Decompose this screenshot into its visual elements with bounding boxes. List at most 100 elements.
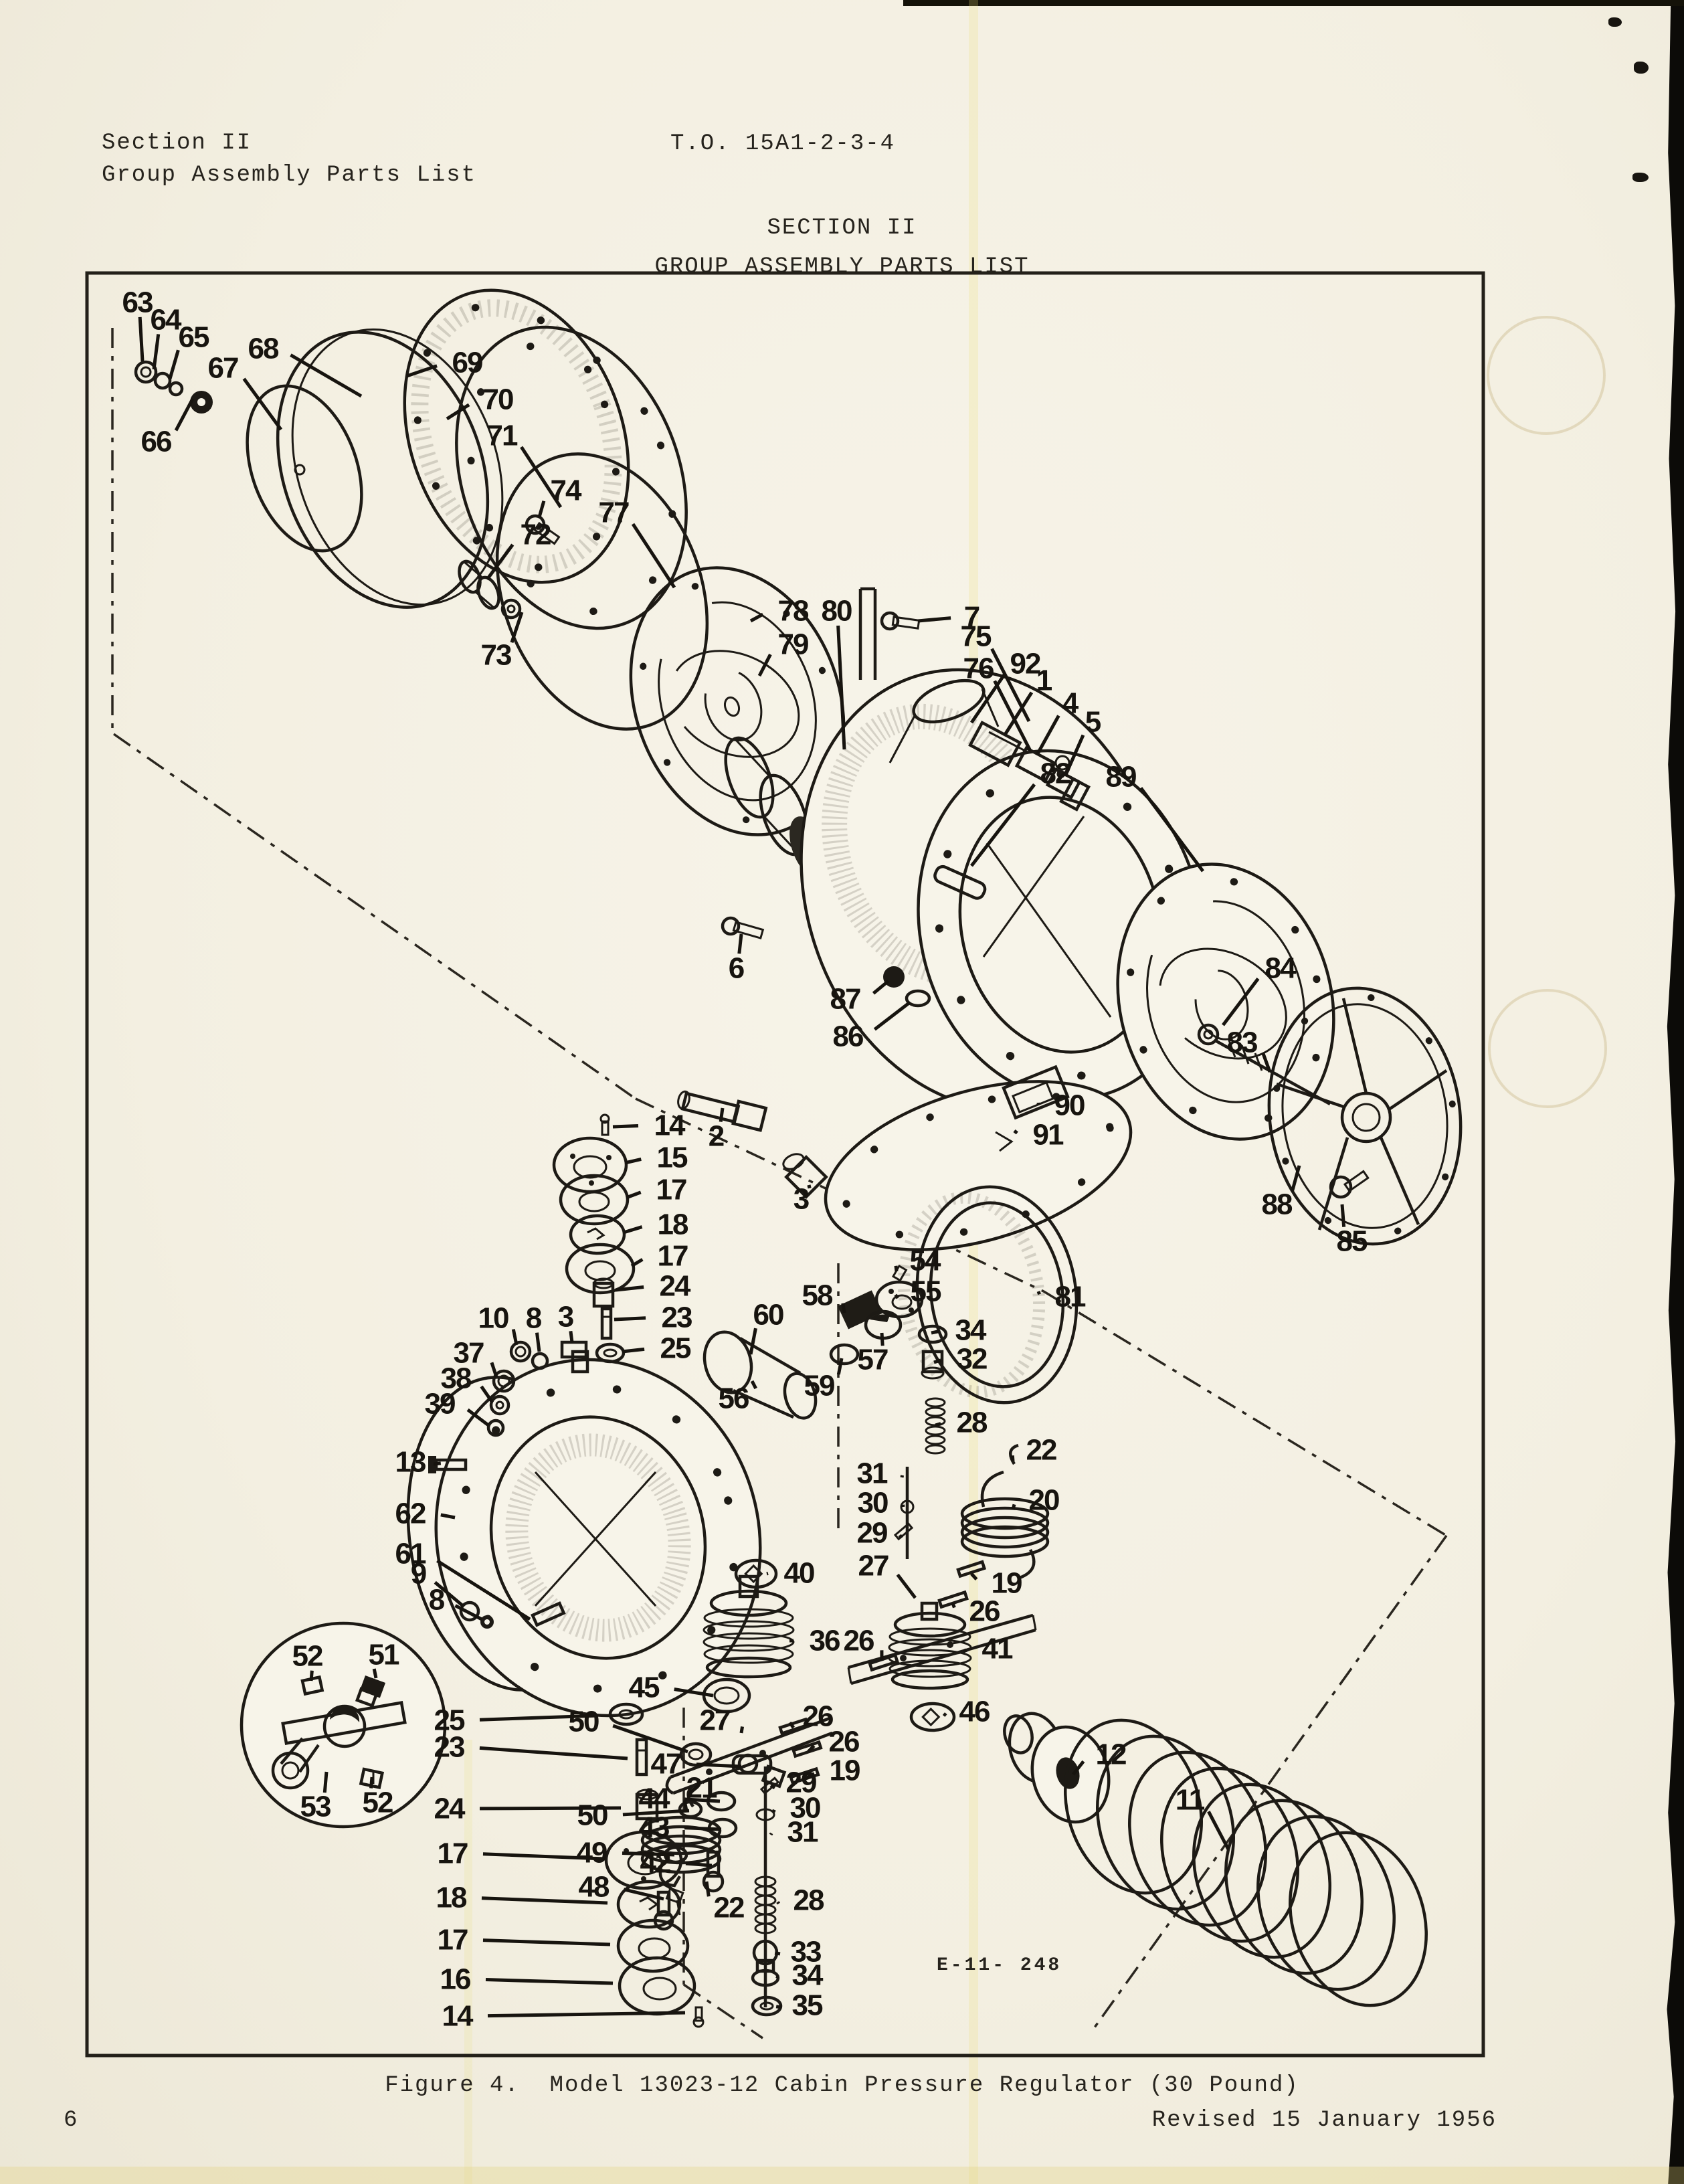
part-label: 20 <box>1029 1484 1059 1517</box>
plate-wheel-drawing <box>1116 862 1463 1246</box>
part-label: 23 <box>662 1301 692 1334</box>
part-label: 46 <box>959 1696 990 1728</box>
part-label: 54 <box>910 1245 941 1277</box>
leader-line <box>152 334 161 370</box>
part-label: 45 <box>629 1671 660 1704</box>
part-label: 73 <box>481 639 511 672</box>
part-label: 3 <box>793 1183 809 1216</box>
part-label: 5 <box>1085 706 1101 739</box>
leader-line <box>804 1772 816 1781</box>
leader-line <box>836 1358 844 1375</box>
part-label: 29 <box>857 1517 887 1550</box>
leader-line <box>951 1603 956 1609</box>
part-label: 57 <box>858 1344 888 1376</box>
leader-line <box>612 1124 639 1129</box>
part-label: 71 <box>487 420 518 452</box>
part-label: 28 <box>957 1406 988 1439</box>
leader-line <box>1063 734 1085 778</box>
part-label: 74 <box>551 474 582 507</box>
leader-line <box>309 1670 314 1681</box>
leader-line <box>537 500 546 518</box>
part-label: 17 <box>438 1924 468 1956</box>
leader-line <box>970 1572 978 1580</box>
leader-line <box>1072 1760 1085 1776</box>
leader-line <box>774 1951 781 1956</box>
lower-housing-drawing <box>406 1340 762 1718</box>
part-label: 75 <box>961 620 992 653</box>
part-label: 34 <box>955 1314 987 1347</box>
part-label: 40 <box>784 1557 814 1590</box>
part-label: 33 <box>791 1936 821 1969</box>
ink-mark <box>1632 173 1649 182</box>
leader-line <box>535 1332 541 1352</box>
part-label: 60 <box>753 1299 783 1332</box>
part-label: 41 <box>982 1633 1013 1665</box>
part-label: 53 <box>300 1791 331 1823</box>
leader-line <box>807 1184 812 1189</box>
part-label: 2 <box>709 1120 724 1153</box>
part-label: 61 <box>395 1538 426 1570</box>
part-label: 76 <box>963 652 994 685</box>
part-label: 7 <box>964 601 979 634</box>
leader-line <box>1261 1053 1272 1073</box>
mid-column-parts-drawing <box>552 1113 636 1364</box>
leader-line <box>894 1265 899 1272</box>
drawing-number: E-11- 248 <box>937 1955 1062 1976</box>
part-label: 25 <box>660 1332 691 1365</box>
part-label: 87 <box>830 983 860 1016</box>
leader-line <box>807 1744 816 1753</box>
header-left-line1: Section II <box>102 130 252 156</box>
part-label: 23 <box>434 1731 464 1764</box>
part-label: 58 <box>802 1279 833 1312</box>
part-label: 50 <box>577 1799 607 1832</box>
leader-line <box>624 1158 642 1165</box>
leader-line <box>622 1851 675 1857</box>
leader-line <box>872 980 890 995</box>
leader-line <box>433 1461 442 1466</box>
part-label: 10 <box>478 1302 508 1335</box>
leader-line <box>788 1721 796 1729</box>
leader-line <box>705 1881 711 1897</box>
part-label: 12 <box>1096 1738 1126 1771</box>
part-label: 79 <box>778 628 808 661</box>
leader-line <box>138 316 145 362</box>
leader-line <box>1036 1291 1041 1295</box>
leader-line <box>931 1330 940 1335</box>
part-label: 24 <box>434 1793 466 1825</box>
part-label: 28 <box>793 1884 824 1917</box>
leader-line <box>757 653 772 677</box>
leader-line <box>769 1784 776 1790</box>
leader-line <box>942 1712 947 1717</box>
leader-line <box>466 1408 490 1427</box>
page-top-shadow <box>903 0 1684 6</box>
part-label: 8 <box>526 1302 542 1335</box>
leader-line <box>900 1475 905 1478</box>
part-label: 91 <box>1033 1119 1064 1152</box>
leader-line <box>631 523 676 589</box>
leader-line <box>750 1380 757 1390</box>
part-label: 68 <box>248 333 279 365</box>
part-label: 29 <box>786 1766 816 1799</box>
leader-line <box>485 1978 614 1985</box>
leader-line <box>898 1534 903 1539</box>
part-label: 52 <box>363 1787 393 1819</box>
part-label: 31 <box>787 1816 818 1849</box>
part-label: 27 <box>700 1704 730 1737</box>
leader-line <box>1010 1455 1015 1462</box>
leader-line <box>614 1316 646 1322</box>
part-label: 4 <box>1062 687 1079 720</box>
inset-detail-drawing <box>240 1621 447 1829</box>
part-label: 14 <box>442 2000 474 2033</box>
leader-line <box>615 1285 644 1292</box>
part-label: 48 <box>579 1871 610 1904</box>
part-label: 77 <box>599 496 629 529</box>
part-label: 66 <box>141 426 171 458</box>
part-label: 65 <box>179 321 209 354</box>
leader-line <box>873 1001 911 1031</box>
part-label: 84 <box>1265 952 1297 985</box>
part-label: 63 <box>122 286 153 319</box>
part-label: 18 <box>658 1208 688 1241</box>
leader-line <box>962 1648 967 1653</box>
part-label: 64 <box>151 304 182 337</box>
spring-cone-drawing <box>1003 1712 1428 2007</box>
